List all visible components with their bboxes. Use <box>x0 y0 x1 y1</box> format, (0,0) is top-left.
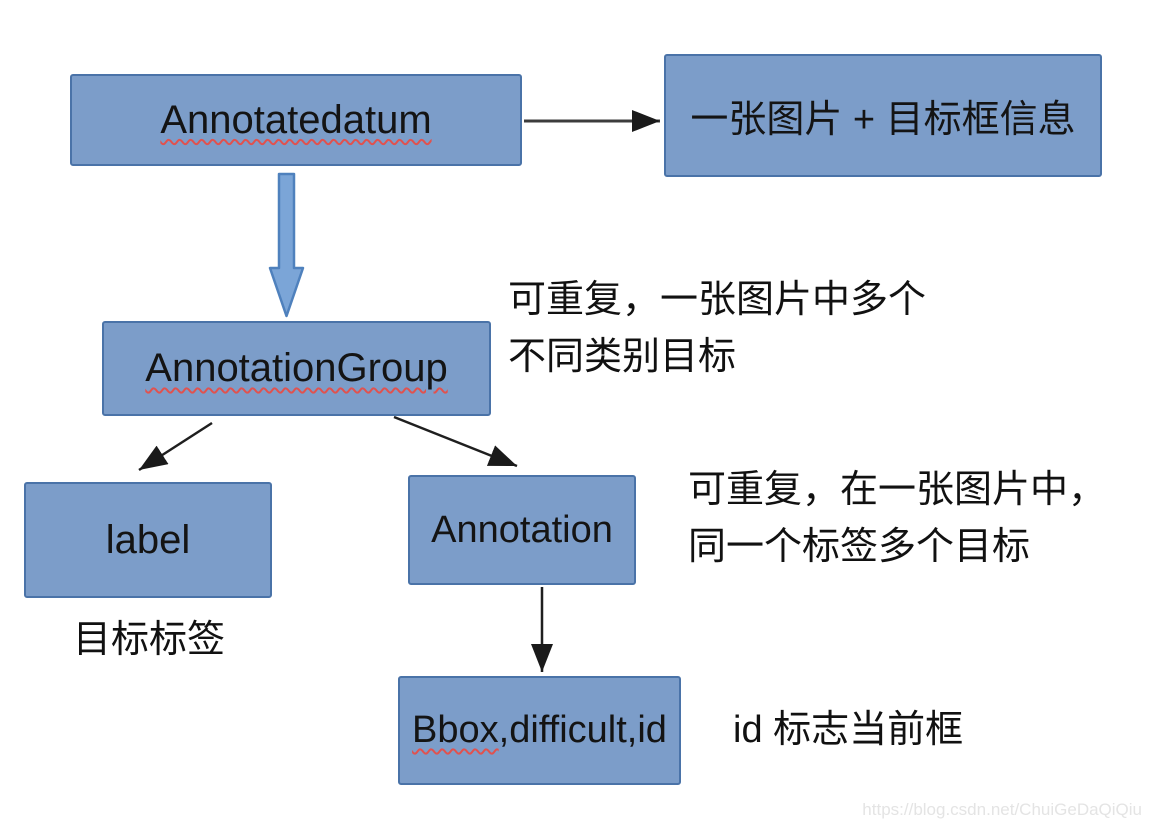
note-annotation-group-line2: 不同类别目标 <box>508 336 737 378</box>
node-label: label <box>24 482 272 598</box>
node-annotation-group-label: AnnotationGroup <box>145 346 448 390</box>
connector-group-to-label <box>138 421 213 472</box>
node-image-info: 一张图片 + 目标框信息 <box>664 54 1102 177</box>
node-bbox: Bbox,difficult,id <box>398 676 681 785</box>
node-image-info-label: 一张图片 + 目标框信息 <box>690 99 1076 141</box>
note-annotation-group-line1: 可重复，一张图片中多个 <box>508 279 927 321</box>
node-annotation-group: AnnotationGroup <box>102 321 491 416</box>
connector-group-to-annotation <box>393 415 518 468</box>
node-annotatedatum-label: Annotatedatum <box>160 97 432 142</box>
note-annotation-group: 可重复，一张图片中多个 不同类别目标 <box>508 272 926 386</box>
block-arrow-down-icon <box>268 172 305 318</box>
node-bbox-label-rest: ,difficult,id <box>498 709 667 751</box>
note-label: 目标标签 <box>73 619 226 661</box>
node-annotation: Annotation <box>408 475 636 585</box>
note-bbox: id 标志当前框 <box>733 709 964 751</box>
watermark-url: https://blog.csdn.net/ChuiGeDaQiQiu <box>862 800 1142 819</box>
node-bbox-label-misspelled: Bbox <box>412 709 499 751</box>
node-label-label: label <box>105 517 191 562</box>
node-annotatedatum: Annotatedatum <box>70 74 522 166</box>
node-annotation-label: Annotation <box>431 508 613 551</box>
node-bbox-label: Bbox,difficult,id <box>412 709 667 752</box>
note-annotation: 可重复，在一张图片中， 同一个标签多个目标 <box>688 462 1106 576</box>
note-annotation-line2: 同一个标签多个目标 <box>688 526 1031 568</box>
note-annotation-line1: 可重复，在一张图片中， <box>688 469 1107 511</box>
